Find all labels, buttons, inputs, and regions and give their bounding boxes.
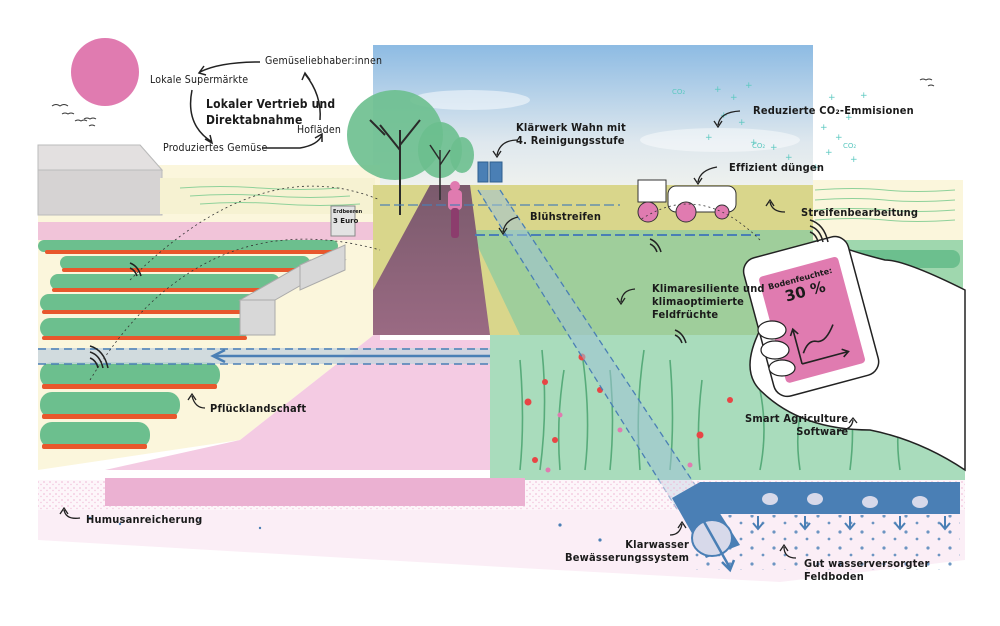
label-strip-tillage: Streifenbearbeitung <box>801 206 919 219</box>
label-climate-crops-line2: klimaoptimierte <box>652 295 745 308</box>
svg-text:+: + <box>860 91 868 101</box>
svg-text:+: + <box>845 113 853 123</box>
cycle-node-produce: Produziertes Gemüse <box>163 142 268 154</box>
cycle-node-consumers: Gemüseliebhaber:innen <box>265 55 383 67</box>
cycle-node-farm-shops: Hofläden <box>297 124 342 136</box>
greenhouse <box>37 144 164 216</box>
label-field-soil-line1: Gut wasserversorgter <box>804 557 930 570</box>
sun <box>71 38 139 106</box>
svg-text:+: + <box>825 148 833 158</box>
label-picking-landscape: Pflücklandschaft <box>210 402 307 415</box>
irrigation-channel-diagonal <box>478 190 715 530</box>
label-flower-strips: Blühstreifen <box>530 210 602 223</box>
svg-text:+: + <box>835 133 843 143</box>
svg-text:+: + <box>850 155 858 165</box>
co2-tag: CO₂ <box>672 88 685 96</box>
label-co2-reduction: Reduzierte CO₂-Emmisionen <box>753 104 914 117</box>
pink-path <box>105 330 490 470</box>
strawberry-sign <box>330 205 356 237</box>
svg-text:+: + <box>820 123 828 133</box>
svg-text:+: + <box>828 93 836 103</box>
sign-line2: 3 Euro <box>333 217 359 225</box>
co2-tag: CO₂ <box>752 142 765 150</box>
svg-text:+: + <box>730 93 738 103</box>
label-arrows <box>59 110 858 559</box>
sign-text: Erdbeeren 3 Euro <box>333 208 362 226</box>
trees <box>347 90 474 215</box>
sign-line1: Erdbeeren <box>333 209 363 215</box>
svg-text:+: + <box>770 143 778 153</box>
cycle-title-line2: Direktabnahme <box>206 113 303 127</box>
label-irrigation-line2: Bewässerungssystem <box>565 551 690 564</box>
co2-tag: CO₂ <box>843 142 856 150</box>
benches <box>238 244 347 336</box>
svg-text:+: + <box>750 138 758 148</box>
label-smart-agriculture-line2: Software <box>796 425 849 438</box>
strawberry-field <box>38 240 338 449</box>
svg-text:+: + <box>785 153 793 163</box>
signal-icon <box>89 219 829 369</box>
label-smart-agriculture: Smart Agriculture Software <box>745 412 848 438</box>
soil-pink-block <box>105 478 525 506</box>
underground-pipe <box>672 482 960 573</box>
label-irrigation-line1: Klarwasser <box>625 538 690 551</box>
label-smart-agriculture-line1: Smart Agriculture <box>745 412 849 425</box>
label-field-soil: Gut wasserversorgter Feldboden <box>804 557 930 583</box>
label-klaerwerk-line2: 4. Reinigungsstufe <box>516 134 625 147</box>
klaerwerk-tanks <box>477 161 503 183</box>
tractor-icon <box>637 179 737 223</box>
label-climate-crops: Klimaresiliente und klimaoptimierte Feld… <box>652 282 765 321</box>
label-irrigation-system: Klarwasser Bewässerungssystem <box>565 538 689 564</box>
birds-icon <box>51 78 935 127</box>
label-field-soil-line2: Feldboden <box>804 570 865 583</box>
hand-holding-phone <box>742 235 966 472</box>
label-klaerwerk-line1: Klärwerk Wahn mit <box>516 121 626 134</box>
svg-text:+: + <box>812 163 820 173</box>
svg-text:+: + <box>745 81 753 91</box>
svg-text:+: + <box>714 85 722 95</box>
label-klaerwerk: Klärwerk Wahn mit 4. Reinigungsstufe <box>516 121 626 147</box>
cycle-title: Lokaler Vertrieb und Direktabnahme <box>206 96 335 128</box>
label-efficient-fertilizing: Effizient düngen <box>729 161 825 174</box>
cycle-title-line1: Lokaler Vertrieb und <box>206 97 336 111</box>
svg-text:+: + <box>738 118 746 128</box>
cycle-node-supermarkets: Lokale Supermärkte <box>150 74 249 86</box>
label-humus: Humusanreicherung <box>86 513 203 526</box>
label-climate-crops-line1: Klimaresiliente und <box>652 282 765 295</box>
bike-path <box>373 185 490 335</box>
label-climate-crops-line3: Feldfrüchte <box>652 308 719 321</box>
cycle-arrows <box>189 61 323 149</box>
svg-text:+: + <box>705 133 713 143</box>
